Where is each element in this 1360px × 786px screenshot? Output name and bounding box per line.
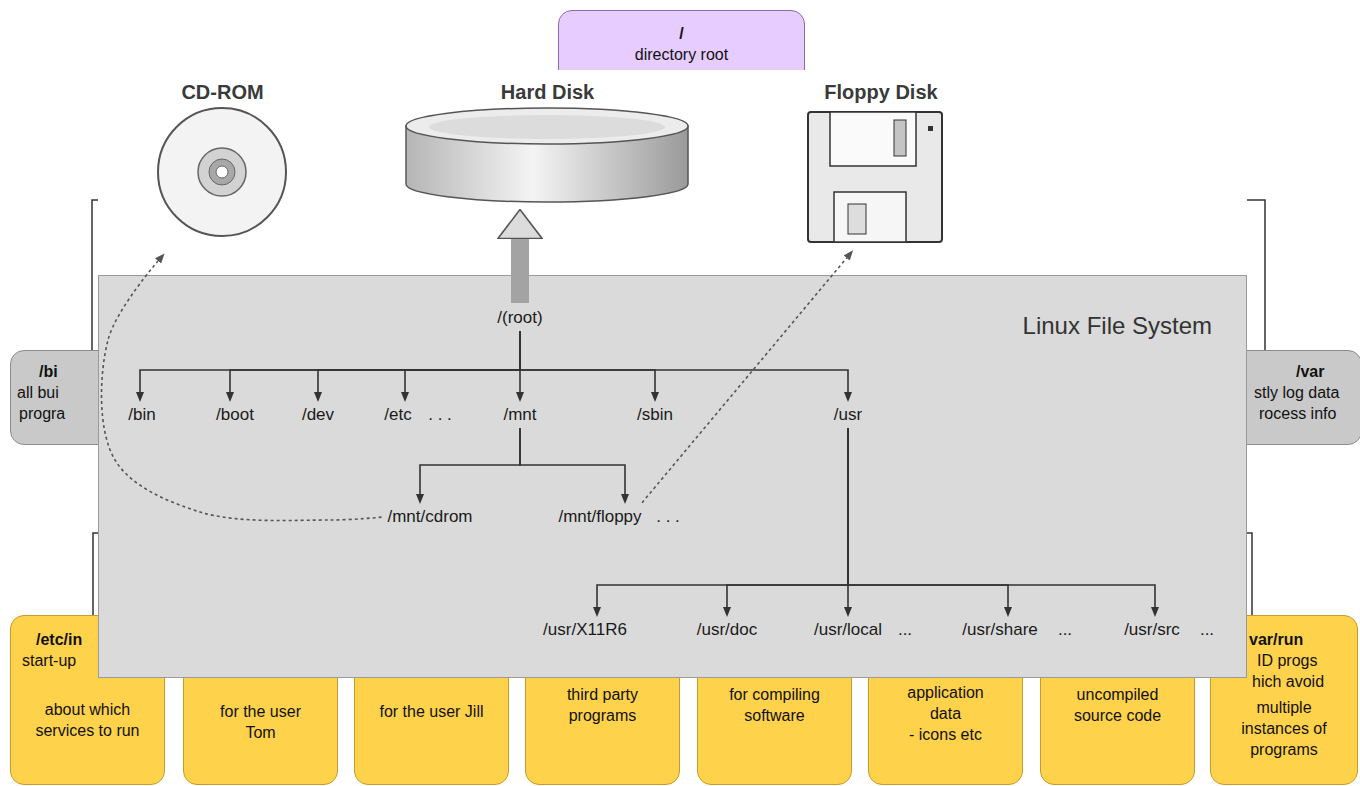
node-text: Hard Disk [405,80,690,104]
mount-link-arrow [102,261,382,521]
tree-arrow [318,331,520,392]
mount-link-arrow [642,258,847,503]
tree-arrow [520,428,625,494]
tree-arrow [848,428,1155,607]
node-text: third party programs [543,684,663,726]
node-text: /mnt/cdrom [387,507,472,527]
label-holder: ... [1058,620,1072,640]
tree-arrow [520,331,655,392]
node-text: /mnt/floppy [558,507,641,527]
connector-layer [98,70,1247,678]
ellipsis-label: ... [898,620,912,640]
ellipsis-label: ... [1058,620,1072,640]
node-text: /bin [128,405,155,425]
node-text: /dev [302,405,334,425]
disk-top [406,108,688,144]
floppy-disk-device: Floppy Disk [808,76,954,248]
node-text: CD-ROM [150,80,295,104]
cdrom-device: CD-ROM [150,76,295,250]
node-text: /usr/local [814,620,882,640]
label-holder: ... [1200,620,1214,640]
node-text: /usr/doc [697,620,757,640]
tree-arrow [520,331,848,392]
node-text: /(root) [497,308,542,328]
cd-hub [209,159,235,185]
node-text: /etc [384,405,411,425]
tree-arrow [230,331,520,392]
node-text: - icons etc [869,724,1022,745]
cd-hub [198,148,246,196]
tree-arrow [420,428,520,494]
node-text: /sbin [637,405,673,425]
node-text: /usr/share [962,620,1038,640]
label-holder: ... [898,620,912,640]
node-text: /usr [834,405,862,425]
directory-label: /(root) [494,306,545,330]
floppy-window [848,204,866,234]
file-system-panel: /(root) /bin/boot/dev/etc/mnt/sbin/usr/mn… [98,275,1247,678]
node-text: Floppy Disk [808,80,954,104]
node-text: / [559,23,804,44]
ellipsis-label: . . . [428,405,452,425]
node-text: about which services to run [23,699,153,741]
directory-label: /dev [299,403,337,427]
tree-arrow [405,331,520,392]
floppy-notch [928,126,933,131]
node-text: for the user Tom [206,701,316,743]
directory-label: /usr/local [811,618,885,642]
directory-label: /bin [125,403,158,427]
file-system-picture: CD-ROM Hard Disk Floppy Disk /(root) /bin/bo… [98,70,1247,678]
cd-hole [216,166,228,178]
node-text: /usr/src [1124,620,1180,640]
directory-label: /usr [831,403,865,427]
tree-arrow [140,331,520,392]
directory-label: /sbin [634,403,676,427]
directory-label: /etc [381,403,414,427]
directory-label: /usr/share [959,618,1041,642]
node-text: uncompiled source code [1063,684,1173,726]
disk-top-shade [429,115,665,139]
node-text: Linux File System [99,312,1212,340]
floppy-label-area [834,192,906,242]
ellipsis-label: ... [1200,620,1214,640]
node-text: for compiling software [710,684,840,726]
node-text: for the user Jill [377,701,487,722]
ellipsis-label: . . . [656,507,680,527]
directory-label: /mnt/cdrom [384,505,475,529]
node-text: /usr/X11R6 [543,620,627,640]
node-text: application data [896,682,996,724]
directory-label: /usr/X11R6 [540,618,630,642]
node-text: multiple instances of programs [1232,697,1337,760]
label-holder: . . . [656,507,680,527]
directory-label: /mnt [500,403,539,427]
hard-disk-device: Hard Disk [405,76,690,206]
root-disk-arrow [511,239,529,303]
node-text: /boot [216,405,254,425]
directory-label: /mnt/floppy [555,505,644,529]
tree-arrow [597,428,848,607]
floppy-shutter [830,112,916,166]
label-holder: . . . [428,405,452,425]
directory-label: /boot [213,403,257,427]
tree-arrow [727,428,848,607]
tree-arrow [848,428,1008,607]
floppy-body [808,112,942,242]
node-text: directory root [559,44,804,65]
directory-label: /usr/doc [694,618,760,642]
directory-label: /usr/src [1121,618,1183,642]
node-text: /mnt [503,405,536,425]
floppy-slot [894,120,906,156]
cd-disc [158,108,286,236]
